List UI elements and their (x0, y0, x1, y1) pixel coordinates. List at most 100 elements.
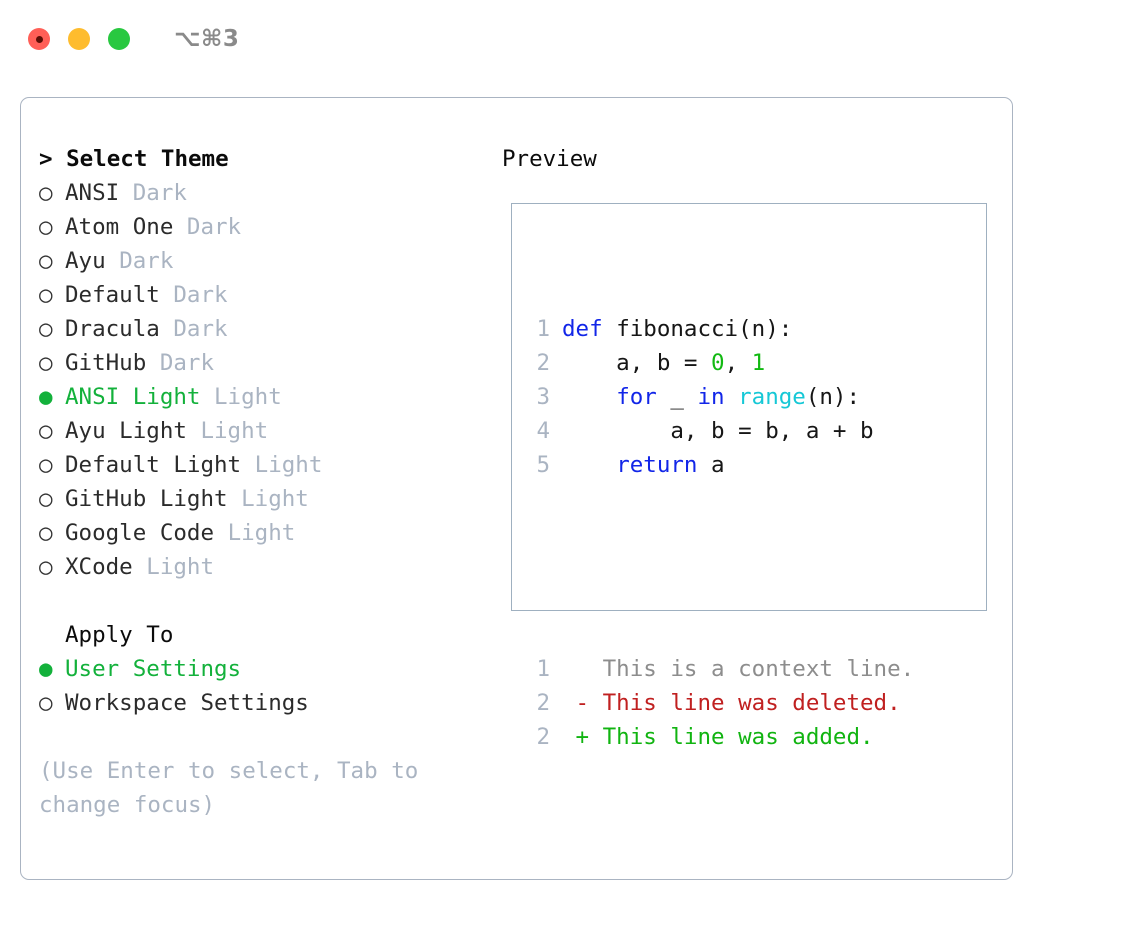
code-diff-spacer (524, 550, 986, 584)
code-token-kw: for (616, 384, 657, 410)
theme-option-variant: Light (146, 554, 215, 580)
code-token-kw: in (697, 384, 725, 410)
code-token-num: 1 (751, 350, 766, 376)
radio-unselected-icon: ○ (39, 520, 53, 546)
radio-unselected-icon: ○ (39, 248, 53, 274)
radio-unselected-icon: ○ (39, 350, 53, 376)
theme-option-variant: Light (241, 486, 309, 512)
radio-unselected-icon: ○ (39, 418, 53, 444)
code-token-txt (562, 452, 616, 478)
diff-line-text: + This line was added. (562, 724, 874, 750)
theme-option-atom-one[interactable]: ○ Atom One Dark (39, 210, 501, 244)
apply-to-option-label: Workspace Settings (65, 690, 309, 716)
code-token-txt: fibonacci(n): (616, 316, 793, 342)
theme-list-pane: > Select Theme ○ANSI Dark○Atom One Dark○… (21, 98, 501, 879)
theme-option-default-light[interactable]: ○Default Light Light (39, 448, 501, 482)
theme-option-label: GitHub Light (65, 486, 242, 512)
diff-line-number: 1 (536, 656, 550, 682)
theme-option-label: Ayu (65, 248, 120, 274)
code-line-number: 2 (536, 350, 550, 376)
theme-option-label: Atom One (65, 214, 187, 240)
code-line-number: 4 (536, 418, 550, 444)
theme-option-github-light[interactable]: ○ GitHub Light Light (39, 482, 501, 516)
apply-to-option-user-settings[interactable]: ● User Settings (39, 652, 501, 686)
diff-line: 1 This is a context line. (524, 652, 986, 686)
code-token-kw: return (616, 452, 698, 478)
theme-option-variant: Light (214, 384, 282, 410)
keyboard-shortcut-label: ⌥⌘3 (174, 26, 240, 52)
close-button[interactable] (28, 28, 50, 50)
diff-line-text: - This line was deleted. (562, 690, 901, 716)
diff-line-text: This is a context line. (562, 656, 915, 682)
theme-option-github[interactable]: ○GitHub Dark (39, 346, 501, 380)
radio-unselected-icon: ○ (39, 486, 53, 512)
code-token-num: 0 (711, 350, 725, 376)
radio-selected-icon: ● (39, 656, 53, 682)
code-token-txt: a (697, 452, 725, 478)
code-token-txt: _ (656, 384, 698, 410)
theme-option-label: Google Code (65, 520, 228, 546)
theme-option-variant: Dark (173, 282, 228, 308)
code-token-txt: (n): (805, 384, 861, 410)
theme-option-ansi-light[interactable]: ● ANSI Light Light (39, 380, 501, 414)
theme-option-xcode[interactable]: ○ XCode Light (39, 550, 501, 584)
apply-to-option-workspace-settings[interactable]: ○ Workspace Settings (39, 686, 501, 720)
theme-option-default[interactable]: ○ Default Dark (39, 278, 501, 312)
theme-option-label: ANSI Light (65, 384, 215, 410)
code-token-kw: def (562, 316, 617, 342)
code-line-text: return a (562, 448, 725, 482)
theme-option-ayu-light[interactable]: ○Ayu Light Light (39, 414, 501, 448)
radio-unselected-icon: ○ (39, 214, 53, 240)
code-token-txt: , (724, 350, 752, 376)
theme-option-label: Default Light (65, 452, 255, 478)
keyboard-hint-text: (Use Enter to select, Tab to change focu… (39, 758, 432, 818)
apply-to-list[interactable]: ● User Settings ○ Workspace Settings (39, 652, 501, 720)
theme-option-label: Default (65, 282, 174, 308)
radio-unselected-icon: ○ (39, 554, 53, 580)
diff-line: 2 - This line was deleted. (524, 686, 986, 720)
theme-option-variant: Dark (119, 248, 174, 274)
code-token-txt (562, 384, 616, 410)
traffic-lights (28, 28, 130, 50)
code-line-number: 5 (536, 452, 550, 478)
code-token-fn: range (738, 384, 806, 410)
apply-to-option-label: User Settings (65, 656, 242, 682)
theme-option-google-code[interactable]: ○ Google Code Light (39, 516, 501, 550)
theme-option-ansi[interactable]: ○ ANSI Dark (39, 176, 501, 210)
theme-option-label: ANSI (65, 180, 133, 206)
theme-option-label: GitHub (65, 350, 160, 376)
code-line-text: for _ in range(n): (562, 380, 860, 414)
code-line: 2 a, b = 0, 1 (524, 346, 986, 380)
list-spacer (39, 584, 501, 618)
diff-block: 1 This is a context line.2 - This line w… (524, 652, 986, 754)
radio-unselected-icon: ○ (39, 690, 53, 716)
radio-unselected-icon: ○ (39, 282, 53, 308)
theme-option-variant: Dark (186, 214, 242, 240)
code-line: 4 a, b = b, a + b (524, 414, 986, 448)
radio-selected-icon: ● (39, 384, 53, 410)
theme-option-variant: Light (254, 452, 323, 478)
minimize-button[interactable] (68, 28, 90, 50)
radio-unselected-icon: ○ (39, 316, 53, 342)
theme-option-ayu[interactable]: ○ Ayu Dark (39, 244, 501, 278)
radio-unselected-icon: ○ (39, 180, 53, 206)
code-token-txt: a, b = (562, 350, 712, 376)
code-line: 5 return a (524, 448, 986, 482)
theme-option-variant: Dark (132, 180, 187, 206)
theme-option-variant: Light (227, 520, 296, 546)
diff-line: 2 + This line was added. (524, 720, 986, 754)
theme-list[interactable]: ○ANSI Dark○Atom One Dark○Ayu Dark○Defaul… (39, 176, 501, 584)
theme-list-header: > Select Theme (39, 146, 229, 172)
zoom-button[interactable] (108, 28, 130, 50)
theme-option-label: Dracula (65, 316, 174, 342)
diff-line-number: 2 (536, 690, 550, 716)
theme-selector-card: > Select Theme ○ANSI Dark○Atom One Dark○… (20, 97, 1013, 880)
theme-option-dracula[interactable]: ○Dracula Dark (39, 312, 501, 346)
apply-to-title: Apply To (65, 622, 174, 648)
theme-option-label: XCode (65, 554, 147, 580)
